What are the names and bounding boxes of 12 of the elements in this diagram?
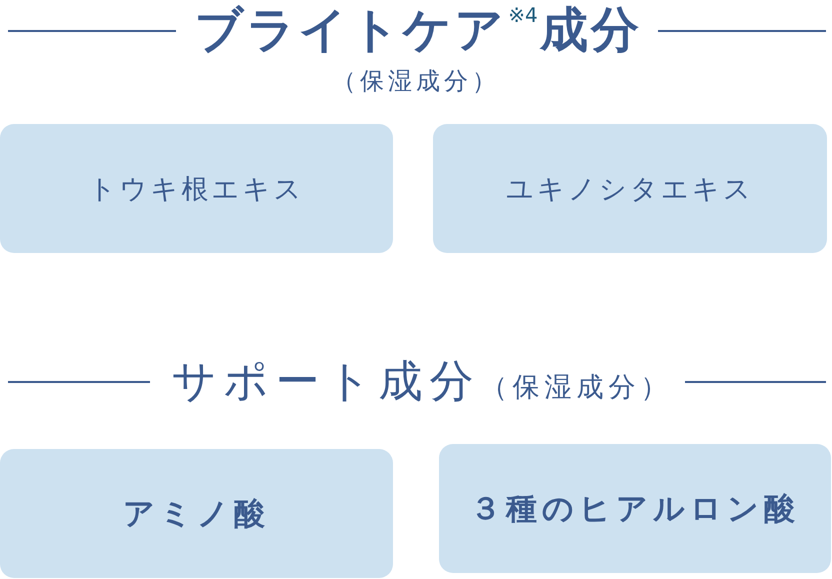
ingredient-card <box>0 449 393 578</box>
section-heading: サポート成分 <box>172 356 480 409</box>
ingredient-name: ユキノシタエキス <box>506 172 754 206</box>
ingredient-name: ３種のヒアルロン酸 <box>470 490 800 528</box>
section-subheading: （保湿成分） <box>480 372 672 404</box>
ingredient-card <box>433 124 827 253</box>
section-subheading: （保湿成分） <box>332 67 500 96</box>
section-heading: ブライトケア$^{※4}$成分 <box>194 2 642 60</box>
ingredient-name: アミノ酸 <box>123 494 270 534</box>
ingredient-card <box>0 124 393 253</box>
ingredient-card <box>439 444 831 573</box>
ingredient-name: トウキ根エキス <box>88 172 304 206</box>
